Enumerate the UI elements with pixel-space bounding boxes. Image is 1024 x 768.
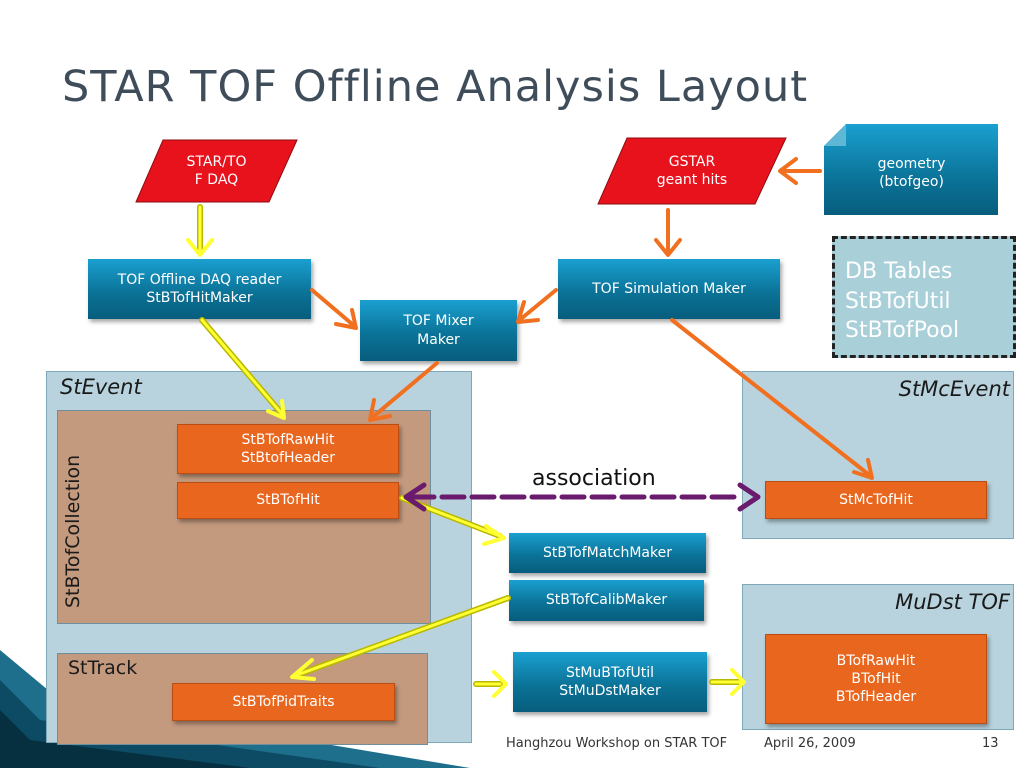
geometry-box-label: geometry (btofgeo) <box>877 155 946 190</box>
tof-daq-reader-box: TOF Offline DAQ reader StBTofHitMaker <box>88 259 311 319</box>
stbtofpidtraits-box: StBTofPidTraits <box>172 683 395 721</box>
db-tables-box: DB Tables StBTofUtil StBTofPool <box>832 236 1016 358</box>
stbtofmatchmaker-box: StBTofMatchMaker <box>509 533 706 573</box>
mudst-objects-box: BTofRawHit BTofHit BTofHeader <box>765 634 987 724</box>
stmubtofutil-box: StMuBTofUtil StMuDstMaker <box>513 652 707 712</box>
stbtofrawhit-box: StBTofRawHit StBtofHeader <box>177 424 399 474</box>
tof-mixer-maker-box: TOF Mixer Maker <box>360 300 517 361</box>
stevent-label: StEvent <box>60 375 142 399</box>
stbtofhit-box: StBTofHit <box>177 482 399 519</box>
gstar-input-shape <box>597 137 787 205</box>
daq-input-label: STAR/TO F DAQ <box>186 153 247 188</box>
association-label: association <box>532 466 656 491</box>
footer-event: Hanghzou Workshop on STAR TOF <box>506 736 728 751</box>
tof-simulation-maker-box: TOF Simulation Maker <box>558 259 780 319</box>
geometry-box-shape <box>824 124 998 215</box>
mudst-tof-label: MuDst TOF <box>895 590 1010 614</box>
footer-date: April 26, 2009 <box>764 736 856 751</box>
footer-page-number: 13 <box>982 736 999 751</box>
stmctofhit-box: StMcTofHit <box>765 481 987 519</box>
stbtofcalibmaker-box: StBTofCalibMaker <box>509 580 704 621</box>
daq-input-shape <box>135 139 298 203</box>
stmcevent-label: StMcEvent <box>898 377 1010 401</box>
sttrack-label: StTrack <box>68 657 138 679</box>
stbtofcollection-label: StBTofCollection <box>62 454 84 608</box>
gstar-input-label: GSTAR geant hits <box>656 153 728 188</box>
slide-title: STAR TOF Offline Analysis Layout <box>62 62 809 112</box>
